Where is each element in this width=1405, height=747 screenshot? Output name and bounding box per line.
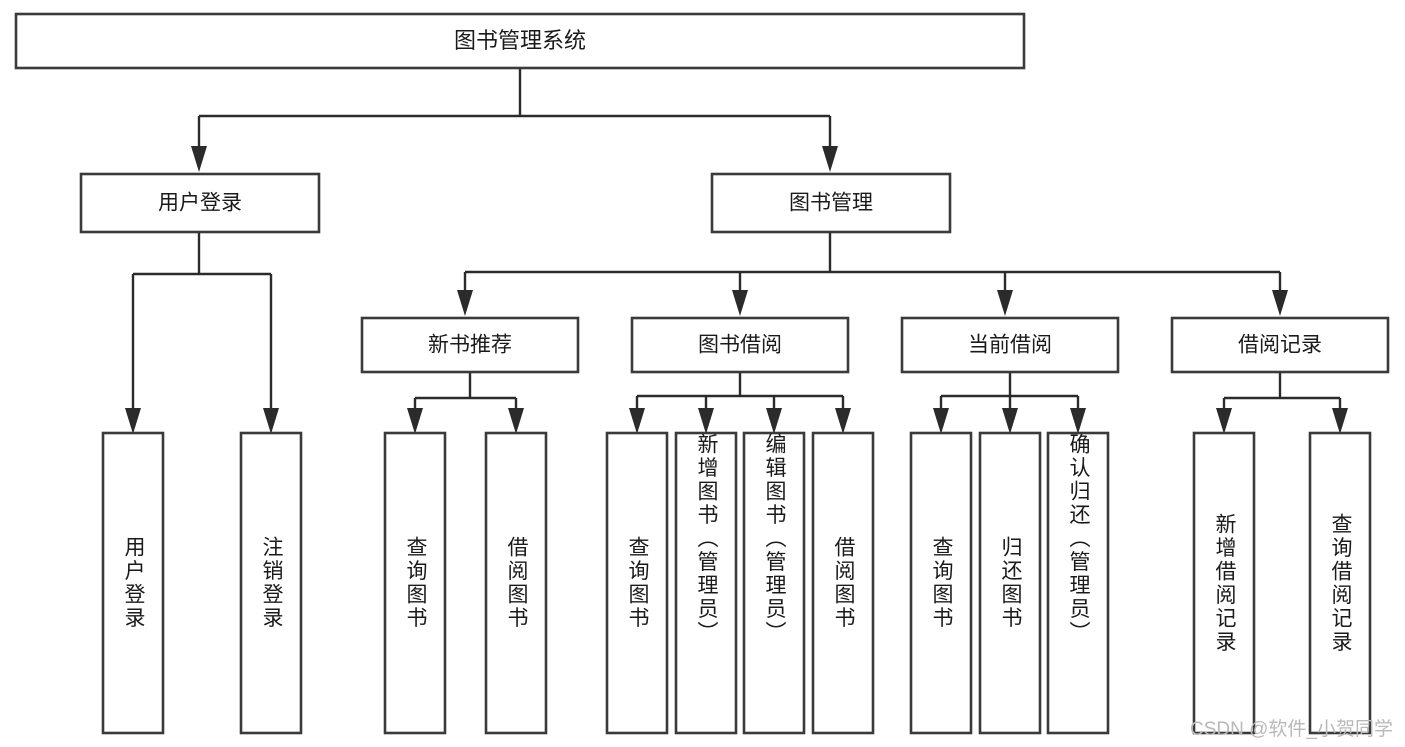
node-leaf-edit-book[interactable] <box>742 431 806 735</box>
node-borrow-record[interactable] <box>1170 316 1390 374</box>
node-leaf-query-book-c[interactable] <box>909 431 973 735</box>
arrow-to-book-manage <box>822 146 838 172</box>
connector-group-root <box>191 68 838 172</box>
arrow-to-leaf-borrow-book-a <box>508 408 524 434</box>
connector-group-new-book-rec <box>407 372 524 434</box>
arrow-to-leaf-logout <box>263 408 279 434</box>
node-book-manage[interactable] <box>710 172 952 234</box>
arrow-to-leaf-add-book <box>698 408 714 434</box>
node-leaf-logout[interactable] <box>239 431 303 735</box>
arrow-to-leaf-confirm-return <box>1070 408 1086 434</box>
connector-group-user-login <box>125 232 279 434</box>
node-leaf-add-book[interactable] <box>674 431 738 735</box>
node-book-borrow-label: 图书借阅 <box>698 334 782 357</box>
arrow-to-leaf-edit-book <box>766 408 782 434</box>
node-leaf-query-book-a[interactable] <box>383 431 447 735</box>
connector-group-book-manage <box>457 232 1288 316</box>
node-book-borrow[interactable] <box>630 316 850 374</box>
node-user-login-label: 用户登录 <box>158 192 242 215</box>
connector-group-book-borrow <box>629 372 851 434</box>
node-leaf-user-login[interactable] <box>101 431 165 735</box>
node-leaf-borrow-book-b[interactable] <box>811 431 875 735</box>
arrow-to-leaf-query-book-a <box>407 408 423 434</box>
arrow-to-user-login <box>191 146 207 172</box>
arrow-to-leaf-query-book-b <box>629 408 645 434</box>
arrow-to-leaf-add-record <box>1216 408 1232 434</box>
connector-group-current-borrow <box>933 372 1086 434</box>
node-current-borrow[interactable] <box>900 316 1120 374</box>
node-leaf-borrow-book-a[interactable] <box>484 431 548 735</box>
arrow-to-leaf-query-book-c <box>933 408 949 434</box>
arrow-to-borrow-record <box>1272 290 1288 316</box>
arrow-to-new-book-rec <box>457 290 473 316</box>
arrow-to-book-borrow <box>732 290 748 316</box>
connector-group-borrow-record <box>1216 372 1348 434</box>
node-root-system[interactable] <box>14 12 1026 70</box>
node-new-book-rec-label: 新书推荐 <box>428 334 512 357</box>
node-leaf-add-record[interactable] <box>1192 431 1256 735</box>
node-user-login[interactable] <box>79 172 321 234</box>
arrow-to-leaf-query-record <box>1332 408 1348 434</box>
node-borrow-record-label: 借阅记录 <box>1238 334 1322 357</box>
arrow-to-leaf-user-login <box>125 408 141 434</box>
node-leaf-confirm-return[interactable] <box>1046 431 1110 735</box>
node-leaf-query-record[interactable] <box>1308 431 1372 735</box>
node-leaf-return-book[interactable] <box>978 431 1042 735</box>
node-root-system-label: 图书管理系统 <box>454 28 586 53</box>
arrow-to-current-borrow <box>997 290 1013 316</box>
node-leaf-query-book-b[interactable] <box>605 431 669 735</box>
node-book-manage-label: 图书管理 <box>789 192 873 215</box>
node-new-book-rec[interactable] <box>360 316 580 374</box>
arrow-to-leaf-borrow-book-b <box>835 408 851 434</box>
arrow-to-leaf-return-book <box>1002 408 1018 434</box>
node-current-borrow-label: 当前借阅 <box>968 334 1052 357</box>
